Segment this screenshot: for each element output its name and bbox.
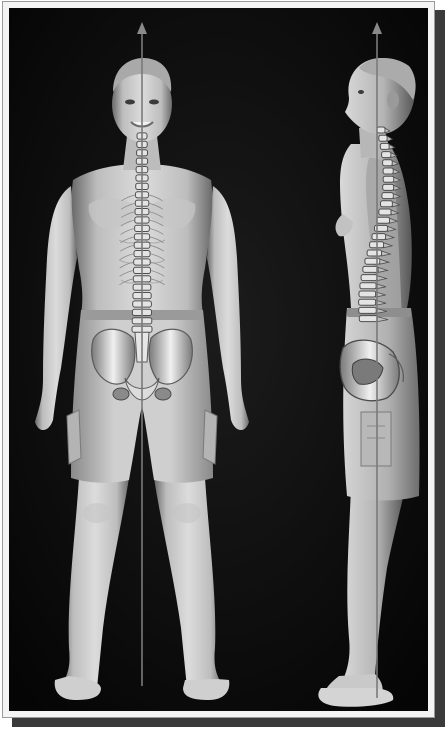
- front-right-pocket: [203, 410, 217, 464]
- front-left-eye: [125, 100, 135, 105]
- vertebra: [383, 168, 393, 174]
- vertebra: [359, 299, 376, 305]
- anatomy-illustration: [9, 8, 428, 711]
- vertebra: [379, 209, 391, 215]
- vertebra: [377, 217, 390, 223]
- side-eye: [358, 90, 364, 94]
- vertebra: [359, 316, 377, 322]
- side-ear: [387, 91, 399, 109]
- front-left-pocket: [67, 410, 81, 464]
- vertebra: [382, 193, 394, 199]
- anatomy-scene: [9, 8, 428, 711]
- vertebra: [360, 283, 376, 289]
- side-shorts: [343, 308, 419, 501]
- vertebra: [377, 127, 385, 133]
- vertebra: [382, 152, 391, 158]
- vertebra: [383, 184, 394, 190]
- vertebra: [381, 201, 393, 207]
- vertebra: [367, 250, 382, 256]
- left-knee: [83, 503, 111, 523]
- vertebra: [383, 176, 394, 182]
- right-knee: [173, 503, 201, 523]
- side-cargo-pocket: [361, 412, 391, 466]
- vertebra: [361, 275, 377, 281]
- vertebra: [363, 266, 378, 272]
- vertebra: [379, 135, 387, 141]
- front-right-eye: [149, 100, 159, 105]
- vertebra: [359, 291, 376, 297]
- vertebra: [380, 143, 389, 149]
- vertebra: [383, 160, 393, 166]
- vertebra: [372, 234, 386, 240]
- vertebra: [359, 307, 377, 313]
- photo-frame: [2, 1, 435, 718]
